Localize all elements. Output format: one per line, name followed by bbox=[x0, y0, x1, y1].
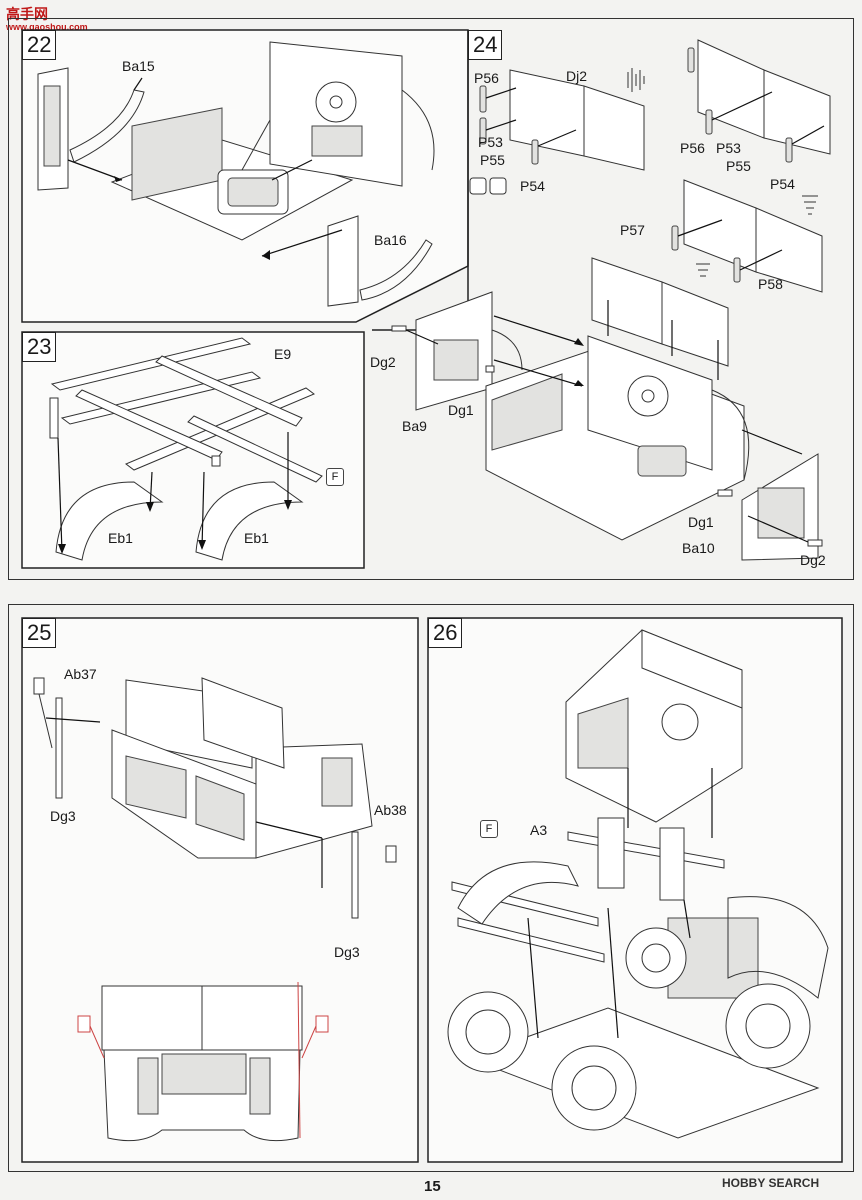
label-a3: A3 bbox=[530, 822, 548, 838]
label-dg2-a: Dg2 bbox=[370, 354, 396, 370]
step-24-drawing bbox=[372, 30, 831, 561]
step-24-panel: 24 P56 Dj2 P53 P55 P54 P56 P53 P55 P54 P… bbox=[370, 30, 848, 570]
label-eb1-right: Eb1 bbox=[244, 530, 269, 546]
label-p53-a: P53 bbox=[478, 134, 503, 150]
label-dg2-b: Dg2 bbox=[800, 552, 826, 568]
step-23-drawing bbox=[21, 331, 365, 569]
label-ba9: Ba9 bbox=[402, 418, 427, 434]
label-p56-b: P56 bbox=[680, 140, 705, 156]
label-p55-b: P55 bbox=[726, 158, 751, 174]
label-ba16: Ba16 bbox=[374, 232, 407, 248]
step-24-number: 24 bbox=[468, 30, 503, 60]
watermark-url: www.gaoshou.com bbox=[6, 22, 88, 32]
page-number: 15 bbox=[424, 1178, 441, 1195]
label-ba10: Ba10 bbox=[682, 540, 715, 556]
label-dg3-a: Dg3 bbox=[50, 808, 76, 824]
label-dg1-a: Dg1 bbox=[448, 402, 474, 418]
step-23-number: 23 bbox=[22, 332, 57, 362]
step-23-panel: 23 E9 Eb1 Eb1 F bbox=[21, 331, 365, 569]
hobby-search-logo: HOBBY SEARCH bbox=[722, 1176, 820, 1190]
step-26-number: 26 bbox=[428, 618, 463, 648]
step-26-panel: 26 F A3 bbox=[427, 617, 843, 1163]
label-dj2: Dj2 bbox=[566, 68, 588, 84]
part-group-f-badge: F bbox=[480, 820, 498, 838]
step-22-drawing bbox=[21, 29, 469, 323]
top-section-frame bbox=[8, 18, 854, 580]
label-dg3-b: Dg3 bbox=[334, 944, 360, 960]
label-p55-a: P55 bbox=[480, 152, 505, 168]
part-group-f-badge: F bbox=[326, 468, 344, 486]
step-25-drawing bbox=[21, 617, 419, 1163]
label-eb1-left: Eb1 bbox=[108, 530, 133, 546]
label-e9: E9 bbox=[274, 346, 292, 362]
label-ab38: Ab38 bbox=[374, 802, 407, 818]
step-25-panel: 25 Ab37 Dg3 Ab38 Dg3 bbox=[21, 617, 419, 1163]
label-dg1-b: Dg1 bbox=[688, 514, 714, 530]
label-p57: P57 bbox=[620, 222, 645, 238]
label-p53-b: P53 bbox=[716, 140, 741, 156]
label-p56-a: P56 bbox=[474, 70, 499, 86]
label-p58: P58 bbox=[758, 276, 783, 292]
step-25-number: 25 bbox=[22, 618, 57, 648]
step-26-drawing bbox=[427, 617, 843, 1163]
label-ba15: Ba15 bbox=[122, 58, 155, 74]
label-p54-b: P54 bbox=[770, 176, 795, 192]
label-ab37: Ab37 bbox=[64, 666, 97, 682]
step-22-number: 22 bbox=[22, 30, 57, 60]
label-p54-a: P54 bbox=[520, 178, 545, 194]
step-22-panel: 22 Ba15 Ba16 bbox=[21, 29, 469, 323]
bottom-section-frame bbox=[8, 604, 854, 1172]
